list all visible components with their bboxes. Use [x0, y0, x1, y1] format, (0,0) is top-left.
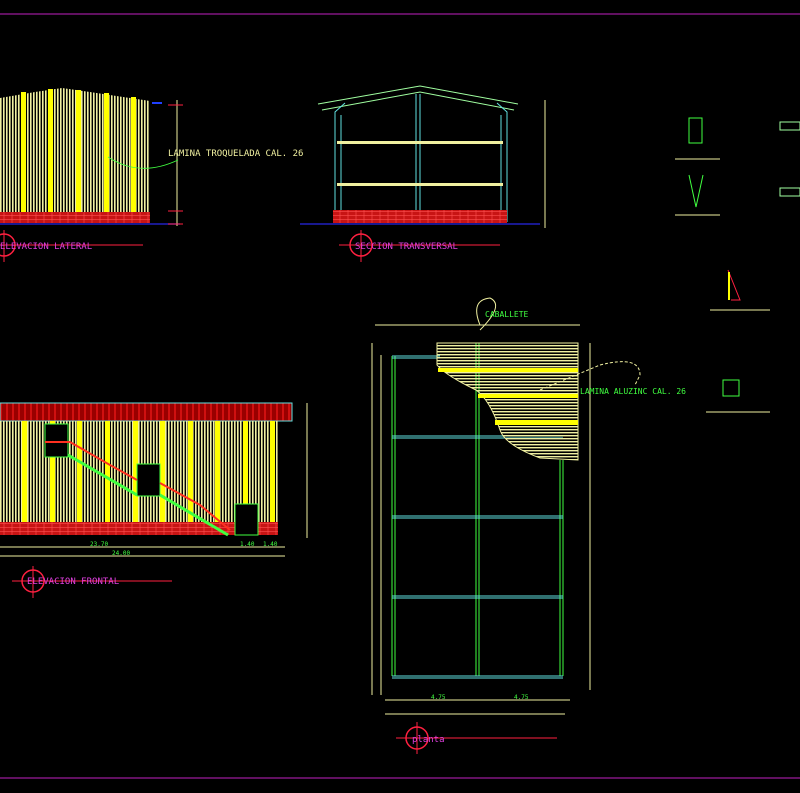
- dim-label: 4.75: [431, 694, 446, 701]
- frontal-title: ELEVACION FRONTAL: [27, 577, 119, 587]
- front-elevation: 23.70 24.00 1.40 1.40 ELEVACION FRONTAL: [0, 402, 308, 598]
- construction-details: [675, 117, 800, 413]
- dim-label: 1.40: [263, 541, 278, 548]
- lateral-note: LAMINA TROQUELADA CAL. 26: [168, 149, 303, 159]
- plan-title: planta: [412, 735, 445, 745]
- lateral-title: ELEVACION LATERAL: [0, 242, 92, 252]
- sheet-frame: [0, 13, 800, 779]
- section-title: SECCION TRANSVERSAL: [355, 242, 458, 252]
- lateral-elevation: LAMINA TROQUELADA CAL. 26 ELEVACION LATE…: [0, 88, 303, 262]
- transverse-section: SECCION TRANSVERSAL: [300, 85, 546, 262]
- dim-label: 23.70: [90, 541, 108, 548]
- dim-label: 4.75: [514, 694, 529, 701]
- dim-label: 1.40: [240, 541, 255, 548]
- ridge-label: CABALLETE: [485, 310, 529, 319]
- roof-label: LAMINA ALUZINC CAL. 26: [580, 387, 686, 396]
- dim-label: 24.00: [112, 550, 130, 557]
- floor-plan: CABALLETE LAMINA ALUZINC CAL. 26 4.75 4.…: [371, 297, 686, 754]
